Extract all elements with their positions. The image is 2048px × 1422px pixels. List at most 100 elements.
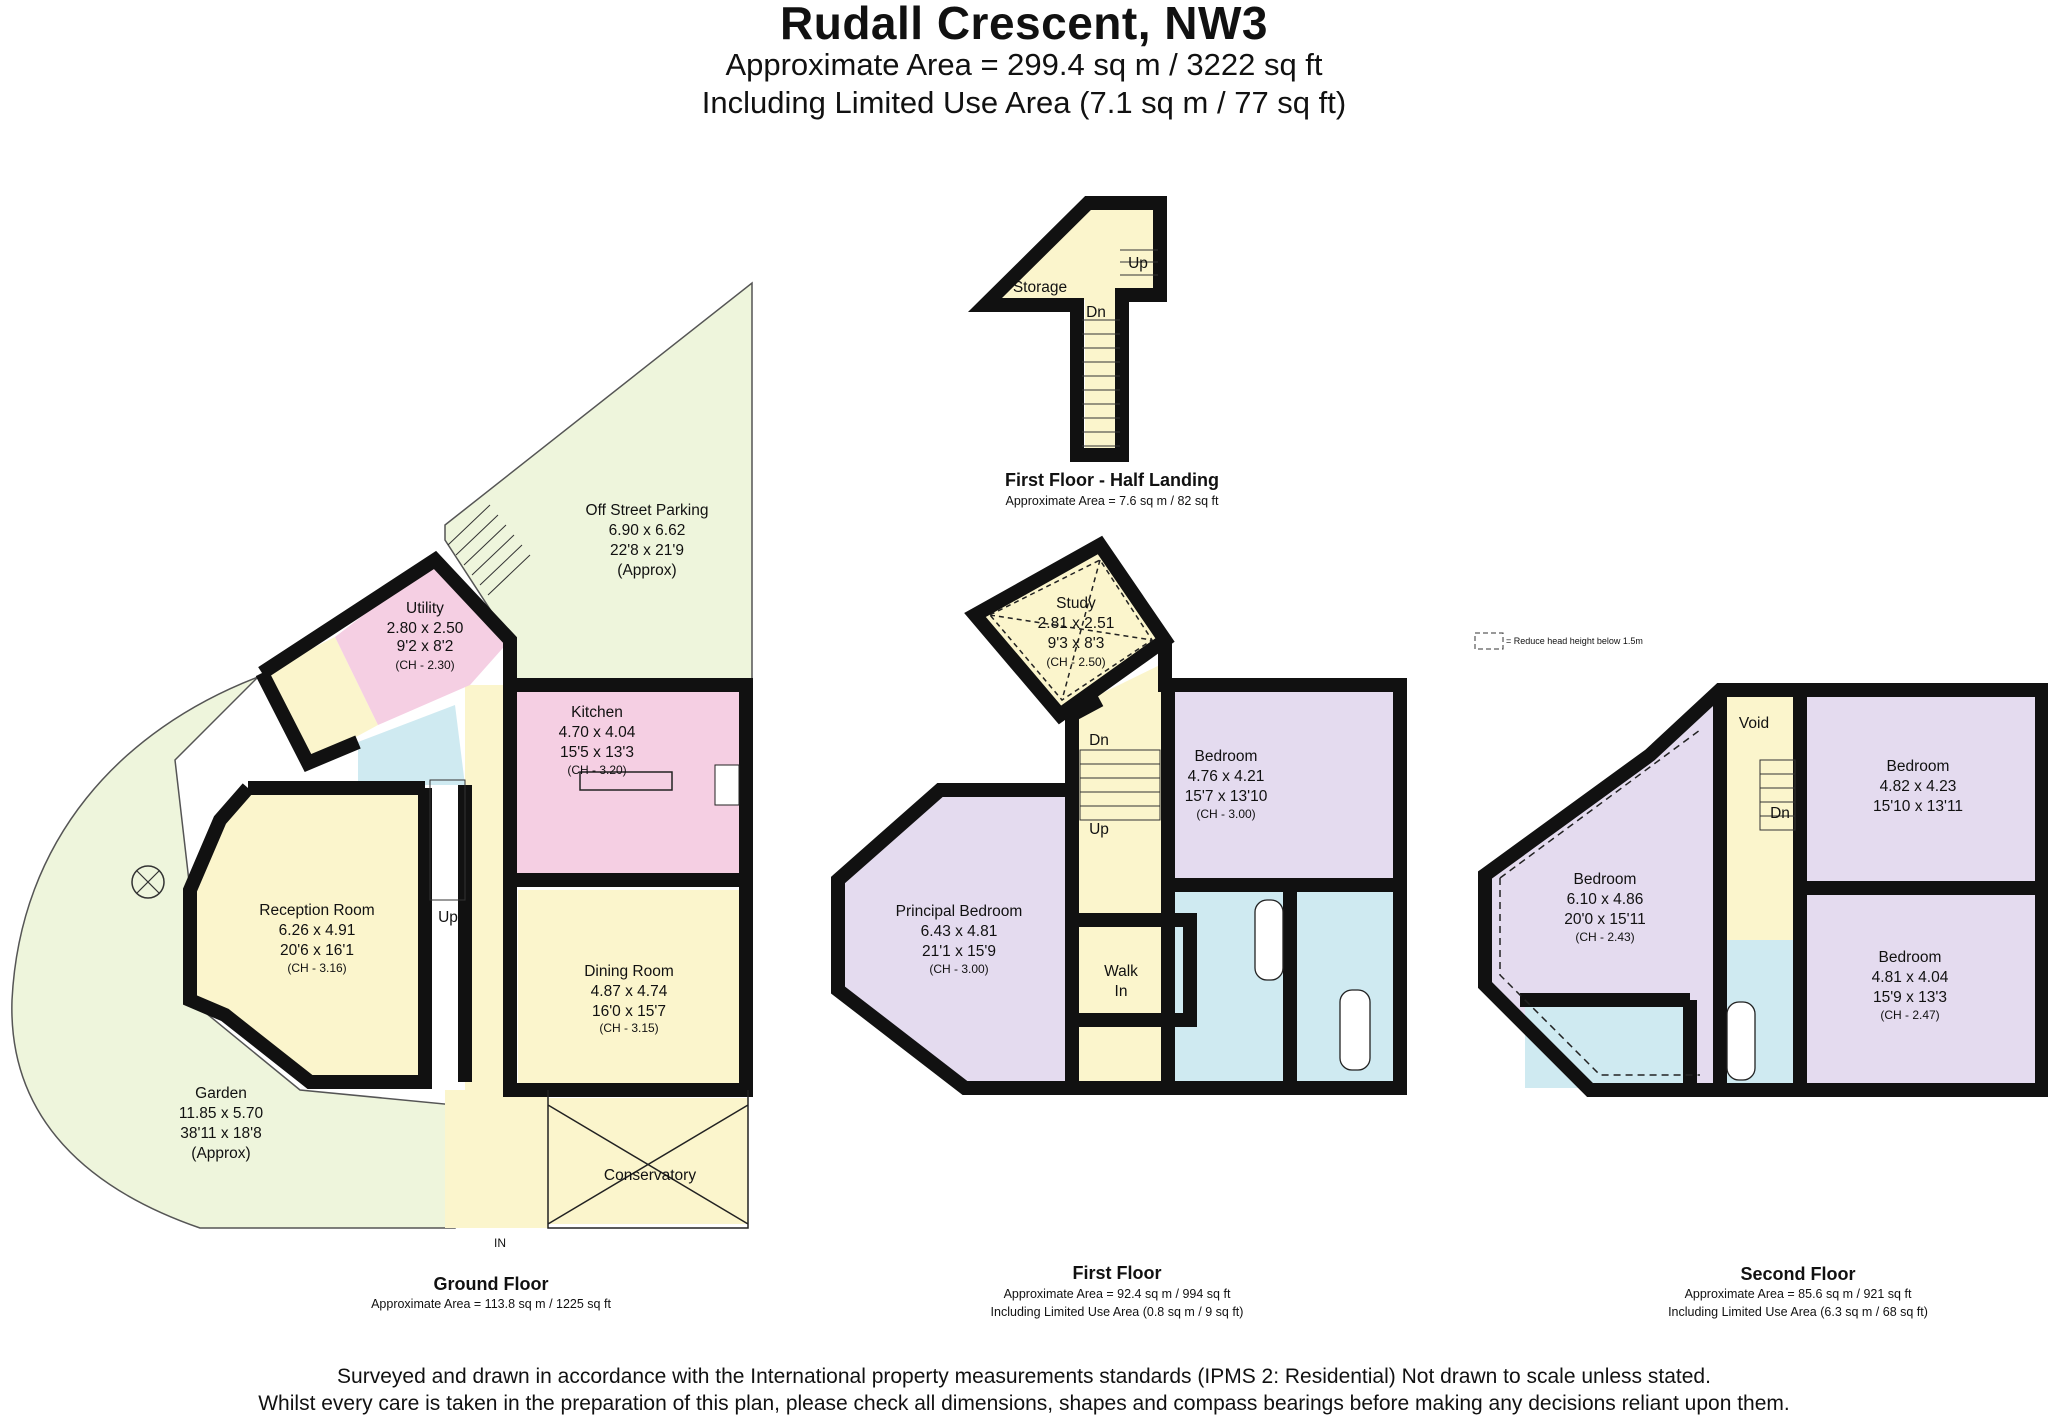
reduced-headroom-outline bbox=[1499, 729, 1701, 1076]
approximate-area: Approximate Area = 299.4 sq m / 3222 sq … bbox=[725, 47, 1323, 82]
parking-dim1: 6.90 x 6.62 bbox=[609, 522, 686, 539]
second-floor-limited: Including Limited Use Area (6.3 sq m / 6… bbox=[1668, 1305, 1928, 1319]
second-bedroom-c-label: Bedroom bbox=[1879, 949, 1942, 966]
parking-label: Off Street Parking bbox=[586, 502, 709, 519]
first-floor-limited: Including Limited Use Area (0.8 sq m / 9… bbox=[991, 1305, 1244, 1319]
garden-feature-icon bbox=[131, 865, 165, 899]
study-low-ceiling bbox=[988, 559, 1154, 701]
dining-label: Dining Room bbox=[584, 963, 674, 980]
ground-floor-title: Ground Floor bbox=[434, 1274, 549, 1294]
store-area bbox=[262, 637, 378, 763]
first-up-label: Up bbox=[1089, 821, 1109, 838]
first-bedroom-area bbox=[1168, 685, 1400, 885]
principal-bedroom-label: Principal Bedroom bbox=[896, 903, 1023, 920]
header: Rudall Crescent, NW3 Approximate Area = … bbox=[0, 0, 2048, 122]
utility-dim2: 9'2 x 8'2 bbox=[397, 638, 454, 655]
second-floor-stairs bbox=[1759, 759, 1796, 831]
second-bedroom-c-area bbox=[1800, 890, 2042, 1088]
ground-floor: Off Street Parking 6.90 x 6.62 22'8 x 21… bbox=[11, 281, 753, 1311]
first-floor: Study 2.81 x 2.51 9'3 x 8'3 (CH - 2.50) … bbox=[831, 535, 1407, 1319]
reception-area bbox=[190, 788, 425, 1082]
principal-bedroom-dim1: 6.43 x 4.81 bbox=[921, 923, 998, 940]
kitchen-label: Kitchen bbox=[571, 704, 623, 721]
garden-note: (Approx) bbox=[191, 1145, 250, 1162]
study-label: Study bbox=[1056, 595, 1096, 612]
garden-label: Garden bbox=[195, 1085, 247, 1102]
study-ch: (CH - 2.50) bbox=[1046, 655, 1105, 669]
conservatory-area bbox=[548, 1098, 748, 1224]
second-bedroom-b-label: Bedroom bbox=[1574, 871, 1637, 888]
first-bedroom-ch: (CH - 3.00) bbox=[1196, 807, 1255, 821]
garden-dim2: 38'11 x 18'8 bbox=[180, 1125, 261, 1142]
first-bedroom-label: Bedroom bbox=[1195, 748, 1258, 765]
half-landing: Storage Up Dn First Floor - Half Landing… bbox=[967, 196, 1219, 508]
second-dn-label: Dn bbox=[1770, 805, 1790, 822]
second-bedroom-b-area bbox=[1485, 700, 1720, 1090]
dining-dim2: 16'0 x 15'7 bbox=[592, 1003, 666, 1020]
entrance-label: IN bbox=[494, 1236, 506, 1250]
second-bedroom-b-dim1: 6.10 x 4.86 bbox=[1567, 891, 1644, 908]
disclaimer-line-2: Whilst every care is taken in the prepar… bbox=[258, 1392, 1790, 1415]
utility-ch: (CH - 2.30) bbox=[395, 658, 454, 672]
kitchen-dim1: 4.70 x 4.04 bbox=[559, 724, 636, 741]
first-floor-stairs bbox=[1079, 749, 1161, 821]
reception-label: Reception Room bbox=[259, 902, 374, 919]
principal-bedroom-area bbox=[838, 790, 1072, 1088]
kitchen-ch: (CH - 3.20) bbox=[567, 763, 626, 777]
bathtub-b bbox=[1339, 989, 1371, 1071]
reception-dim2: 20'6 x 16'1 bbox=[280, 942, 354, 959]
ground-floor-area: Approximate Area = 113.8 sq m / 1225 sq … bbox=[371, 1297, 611, 1311]
conservatory-frame bbox=[547, 1090, 749, 1229]
second-bedroom-a-label: Bedroom bbox=[1887, 758, 1950, 775]
dining-area bbox=[518, 890, 746, 1088]
reception-ch: (CH - 3.16) bbox=[287, 961, 346, 975]
parking-dim2: 22'8 x 21'9 bbox=[610, 542, 684, 559]
first-floor-title: First Floor bbox=[1073, 1263, 1162, 1283]
ground-stairs bbox=[429, 504, 531, 901]
half-landing-area-text: Approximate Area = 7.6 sq m / 82 sq ft bbox=[1006, 494, 1219, 508]
ground-floor-walls bbox=[183, 550, 753, 1097]
first-floor-area: Approximate Area = 92.4 sq m / 994 sq ft bbox=[1004, 1287, 1231, 1301]
half-landing-title: First Floor - Half Landing bbox=[1005, 470, 1219, 490]
second-floor-title: Second Floor bbox=[1740, 1264, 1855, 1284]
kitchen-island bbox=[579, 771, 673, 791]
void-area bbox=[1720, 690, 1795, 940]
second-floor-walls bbox=[1478, 683, 2048, 1097]
utility-label: Utility bbox=[406, 600, 444, 617]
second-bedroom-c-dim1: 4.81 x 4.04 bbox=[1872, 969, 1949, 986]
second-floor-area: Approximate Area = 85.6 sq m / 921 sq ft bbox=[1685, 1287, 1912, 1301]
principal-bedroom-dim2: 21'1 x 15'9 bbox=[922, 943, 996, 960]
kitchen-dim2: 15'5 x 13'3 bbox=[560, 744, 634, 761]
walk-in-label-1: Walk bbox=[1104, 963, 1138, 980]
second-bedroom-c-dim2: 15'9 x 13'3 bbox=[1873, 989, 1947, 1006]
first-dn-label: Dn bbox=[1089, 732, 1109, 749]
first-bedroom-dim1: 4.76 x 4.21 bbox=[1188, 768, 1265, 785]
half-landing-stairs bbox=[1082, 249, 1158, 447]
legend-swatch bbox=[1474, 632, 1504, 650]
first-floor-walls bbox=[831, 535, 1407, 1095]
legend-text: = Reduce head height below 1.5m bbox=[1506, 636, 1643, 646]
kitchen-hob bbox=[714, 764, 740, 806]
second-bedroom-b-ch: (CH - 2.43) bbox=[1575, 930, 1634, 944]
first-hall-area bbox=[1078, 660, 1170, 915]
garden-dim1: 11.85 x 5.70 bbox=[179, 1105, 264, 1122]
second-floor: = Reduce head height below 1.5m Void Dn … bbox=[1474, 632, 2048, 1319]
second-bedroom-c-ch: (CH - 2.47) bbox=[1880, 1008, 1939, 1022]
second-bedroom-a-dim1: 4.82 x 4.23 bbox=[1880, 778, 1957, 795]
bathtub-a bbox=[1254, 899, 1284, 981]
void-label: Void bbox=[1739, 715, 1769, 732]
second-bathtub bbox=[1726, 1001, 1756, 1081]
garden-area bbox=[11, 676, 456, 1229]
limited-use-area: Including Limited Use Area (7.1 sq m / 7… bbox=[701, 85, 1347, 120]
dining-dim1: 4.87 x 4.74 bbox=[591, 983, 668, 1000]
storage-label: Storage bbox=[1013, 279, 1067, 296]
ground-up-label: Up bbox=[438, 909, 458, 926]
dining-ch: (CH - 3.15) bbox=[599, 1021, 658, 1035]
study-dim2: 9'3 x 8'3 bbox=[1048, 635, 1105, 652]
utility-dim1: 2.80 x 2.50 bbox=[387, 620, 464, 637]
disclaimer-line-1: Surveyed and drawn in accordance with th… bbox=[337, 1365, 1711, 1388]
parking-note: (Approx) bbox=[617, 562, 676, 579]
study-dim1: 2.81 x 2.51 bbox=[1038, 615, 1115, 632]
wc-area bbox=[358, 705, 465, 785]
